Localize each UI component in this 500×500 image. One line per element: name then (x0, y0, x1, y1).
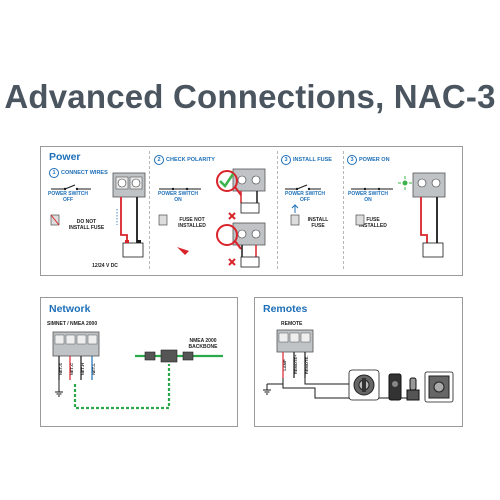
page-title: Advanced Connections, NAC-3 (4, 78, 496, 115)
network-cable (73, 364, 171, 410)
pin-net-h: NET-H (80, 363, 85, 375)
fuse-icon (158, 214, 168, 226)
fuse-icon (290, 214, 300, 226)
terminal-block-icon (112, 172, 146, 198)
battery-icon (240, 202, 260, 214)
network-subtitle: SIMNET / NMEA 2000 (47, 321, 98, 327)
backbone-label: NMEA 2000 BACKBONE (188, 338, 218, 350)
remote-pin-labels: LAMP REMOTE+ REMOTE- (277, 354, 313, 376)
battery-icon (122, 242, 144, 258)
power-switch-icon (159, 187, 201, 191)
ground-icon (55, 380, 63, 397)
remotes-subtitle: REMOTE (281, 321, 303, 327)
pin-lamp: LAMP (282, 359, 287, 371)
install-fuse-label: INSTALL FUSE (307, 217, 329, 229)
remotes-title: Remotes (263, 303, 308, 315)
cross-icon (228, 258, 236, 266)
pin-net-l: NET-L (91, 363, 96, 375)
t-connector-icon (160, 349, 178, 363)
remotes-diagram (263, 329, 454, 403)
key-switch-icon (388, 373, 402, 401)
network-panel: Network SIMNET / NMEA 2000 NMEA 2000 BAC… (40, 297, 238, 427)
power-diagram (50, 168, 446, 268)
network-diagram (52, 331, 223, 410)
multimeter-icon (216, 224, 238, 246)
power-switch-icon (285, 184, 321, 191)
ignition-switch-icon (348, 369, 380, 401)
power-switch-icon (351, 187, 393, 191)
voltage-label: 12/24 V DC (92, 263, 118, 269)
pin-remote-plus: REMOTE+ (293, 354, 298, 374)
cross-icon (228, 212, 236, 220)
terminal-block-icon (232, 168, 266, 192)
do-not-install-fuse-label: DO NOT INSTALL FUSE (68, 219, 105, 231)
fuse-installed-label: FUSE INSTALLED (359, 217, 387, 229)
switch-off-label: POWER SWITCH OFF (48, 191, 88, 203)
check-icon (219, 173, 235, 188)
step-divider (277, 151, 278, 269)
fuse-not-installed-label: FUSE NOT INSTALLED (178, 217, 206, 229)
pin-remote-minus: REMOTE- (304, 355, 309, 374)
battery-icon (422, 242, 444, 258)
terminal-block-icon (412, 172, 446, 198)
network-title: Network (49, 303, 91, 315)
fuse-icon (355, 214, 365, 226)
remotes-panel: Remotes REMOTE (254, 297, 463, 427)
switch-on-label: POWER SWITCH ON (158, 191, 198, 203)
remote-panel-icon (424, 371, 454, 403)
led-on-icon (398, 176, 412, 190)
switch-off-label-2: POWER SWITCH OFF (285, 191, 325, 203)
step-divider (343, 151, 344, 269)
battery-icon (240, 256, 260, 268)
power-switch-icon (51, 184, 91, 191)
net-pin-labels: NET-S NET-C NET-H NET-L (53, 360, 99, 380)
switch-on-label-2: POWER SWITCH ON (348, 191, 388, 203)
toggle-switch-icon (406, 377, 420, 401)
terminal-block-icon (232, 222, 266, 246)
multimeter-icon (216, 170, 238, 192)
pin-net-c: NET-C (69, 363, 74, 375)
ground-icon (263, 384, 271, 395)
pin-net-s: NET-S (58, 363, 63, 375)
power-title: Power (49, 151, 81, 163)
step-divider (149, 151, 150, 269)
